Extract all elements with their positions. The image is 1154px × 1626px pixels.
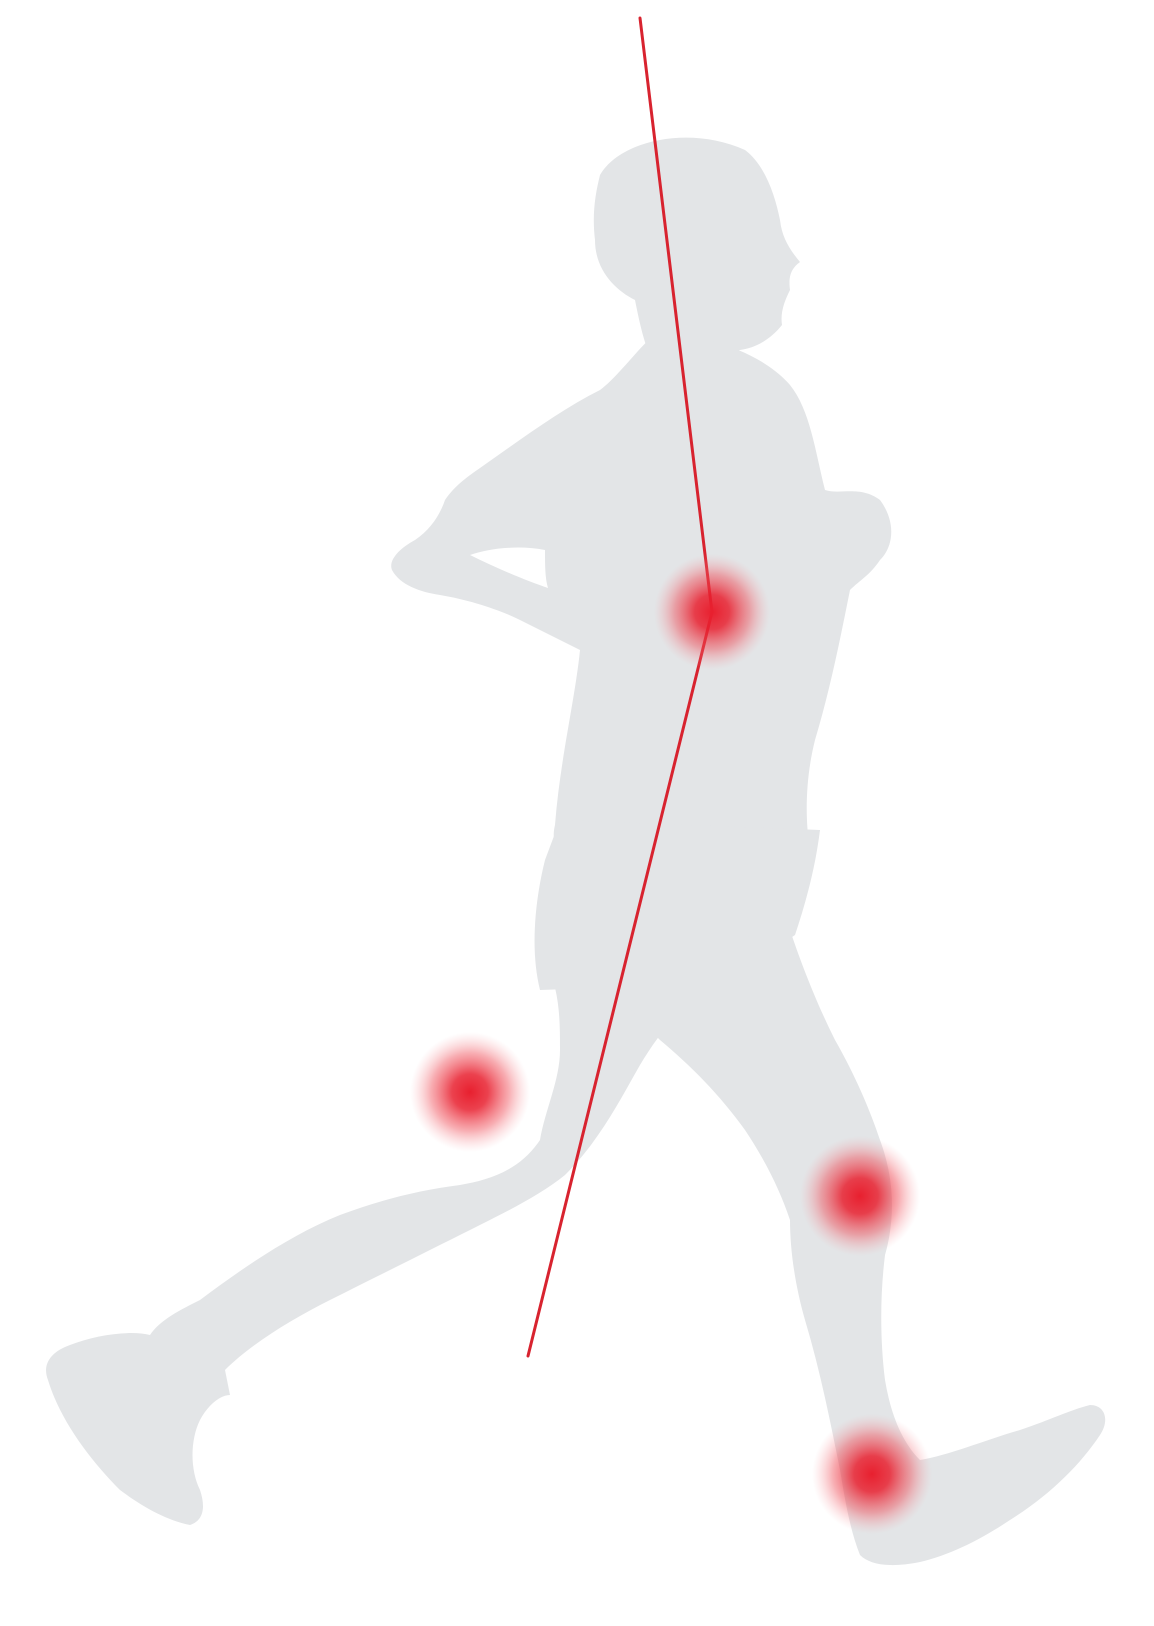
pain-point-hip xyxy=(654,554,770,670)
runner-torso xyxy=(391,330,891,870)
pain-point-ankle xyxy=(812,1414,932,1534)
runner-silhouette xyxy=(46,138,1105,1565)
pain-point-back-knee xyxy=(800,1136,920,1256)
runner-front-leg xyxy=(46,960,690,1525)
pain-point-front-knee xyxy=(410,1032,530,1152)
